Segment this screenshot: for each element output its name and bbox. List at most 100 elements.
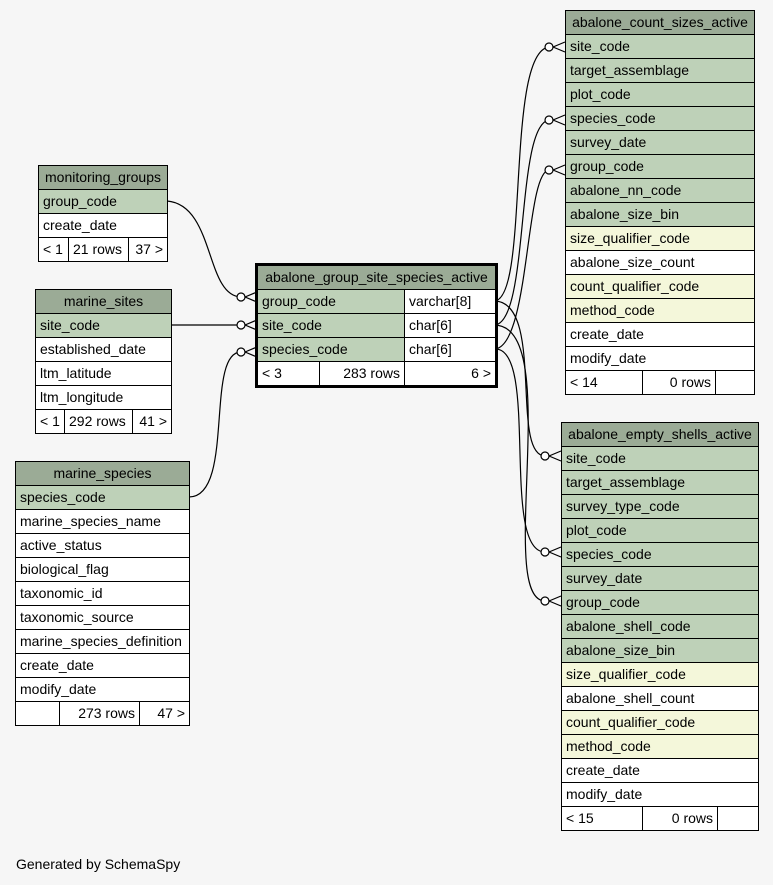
edge-shells-species [493,348,546,553]
column-species-code[interactable]: species_code [560,542,760,567]
column-modify-date[interactable]: modify_date [560,782,760,807]
column-survey-type-code[interactable]: survey_type_code [560,494,760,519]
column-target-assemblage[interactable]: target_assemblage [560,470,760,495]
table-title[interactable]: abalone_count_sizes_active [564,10,756,35]
table-marine-sites[interactable]: marine_sites site_code established_date … [34,289,173,434]
crowfoot-icon [548,595,562,607]
edge-count-group [493,169,550,350]
crowfoot-icon [548,546,562,558]
edge-group-code [166,200,242,298]
column-survey-date[interactable]: survey_date [560,566,760,591]
parents-count: < 3 [256,361,320,387]
column-create-date[interactable]: create_date [560,758,760,783]
column-method-code[interactable]: method_code [564,298,756,323]
table-title[interactable]: marine_species [15,461,190,486]
edge-count-site [493,46,550,302]
column-ltm-latitude[interactable]: ltm_latitude [34,361,173,386]
children-count [716,806,760,831]
column-abalone-shell-count[interactable]: abalone_shell_count [560,686,760,711]
column-active-status[interactable]: active_status [15,533,190,558]
column-survey-date[interactable]: survey_date [564,130,756,155]
column-ltm-longitude[interactable]: ltm_longitude [34,385,173,410]
column-count-qualifier-code[interactable]: count_qualifier_code [564,274,756,299]
generated-by-label: Generated by SchemaSpy [16,856,181,872]
table-monitoring-groups[interactable]: monitoring_groups group_code create_date… [38,165,168,262]
column-group-code[interactable]: group_code [560,590,760,615]
row-count: 0 rows [642,370,716,395]
edge-end-circle [540,451,550,461]
row-count: 21 rows [68,237,129,262]
column-create-date[interactable]: create_date [38,213,168,238]
column-site-code[interactable]: site_code [560,446,760,471]
column-group-code[interactable]: group_code [256,289,405,314]
column-create-date[interactable]: create_date [564,322,756,347]
table-abalone-count-sizes-active[interactable]: abalone_count_sizes_active site_code tar… [564,10,756,395]
column-taxonomic-source[interactable]: taxonomic_source [15,605,190,630]
row-count: 273 rows [59,701,140,726]
table-marine-species[interactable]: marine_species species_code marine_speci… [15,461,190,726]
row-count: 0 rows [642,806,718,831]
edge-end-circle [540,596,550,606]
children-count: 6 > [403,361,498,387]
parents-count [15,701,60,726]
children-count [714,370,756,395]
column-group-code[interactable]: group_code [38,189,168,214]
column-create-date[interactable]: create_date [15,653,190,678]
table-title[interactable]: abalone_group_site_species_active [255,264,498,290]
column-size-qualifier-code[interactable]: size_qualifier_code [564,226,756,251]
column-type: char[6] [403,313,498,338]
column-site-code[interactable]: site_code [34,313,173,338]
column-biological-flag[interactable]: biological_flag [15,557,190,582]
column-site-code[interactable]: site_code [564,34,756,59]
column-marine-species-name[interactable]: marine_species_name [15,509,190,534]
column-plot-code[interactable]: plot_code [560,518,760,543]
column-established-date[interactable]: established_date [34,337,173,362]
column-group-code[interactable]: group_code [564,154,756,179]
column-count-qualifier-code[interactable]: count_qualifier_code [560,710,760,735]
column-type: char[6] [403,337,498,362]
column-plot-code[interactable]: plot_code [564,82,756,107]
column-abalone-nn-code[interactable]: abalone_nn_code [564,178,756,203]
edge-count-species [493,119,550,326]
edge-end-circle [236,347,246,357]
edge-shells-site [493,300,546,457]
edge-species-code [188,351,242,498]
edge-end-circle [236,320,246,330]
column-modify-date[interactable]: modify_date [564,346,756,371]
parents-count: < 1 [35,409,65,434]
column-taxonomic-id[interactable]: taxonomic_id [15,581,190,606]
table-title[interactable]: abalone_empty_shells_active [560,422,760,447]
table-abalone-empty-shells-active[interactable]: abalone_empty_shells_active site_code ta… [560,422,760,831]
edge-end-circle [544,115,554,125]
crowfoot-icon [552,164,566,176]
column-species-code[interactable]: species_code [256,337,405,362]
column-method-code[interactable]: method_code [560,734,760,759]
column-size-qualifier-code[interactable]: size_qualifier_code [560,662,760,687]
edge-end-circle [544,165,554,175]
column-abalone-size-bin[interactable]: abalone_size_bin [564,202,756,227]
children-count: 41 > [131,409,173,434]
children-count: 47 > [139,701,190,726]
parents-count: < 14 [565,370,643,395]
row-count: 283 rows [319,361,405,387]
table-abalone-group-site-species-active[interactable]: abalone_group_site_species_active group_… [255,263,499,388]
parents-count: < 1 [38,237,69,262]
column-target-assemblage[interactable]: target_assemblage [564,58,756,83]
edge-shells-group [493,324,546,602]
column-abalone-size-bin[interactable]: abalone_size_bin [560,638,760,663]
table-title[interactable]: monitoring_groups [38,165,168,190]
crowfoot-icon [548,450,562,462]
column-marine-species-definition[interactable]: marine_species_definition [15,629,190,654]
column-abalone-shell-code[interactable]: abalone_shell_code [560,614,760,639]
edge-end-circle [544,42,554,52]
column-modify-date[interactable]: modify_date [15,677,190,702]
parents-count: < 15 [561,806,643,831]
table-title[interactable]: marine_sites [34,289,173,314]
children-count: 37 > [128,237,168,262]
column-species-code[interactable]: species_code [564,106,756,131]
column-species-code[interactable]: species_code [15,485,190,510]
edge-end-circle [236,292,246,302]
column-abalone-size-count[interactable]: abalone_size_count [564,250,756,275]
column-site-code[interactable]: site_code [256,313,405,338]
edge-end-circle [540,547,550,557]
